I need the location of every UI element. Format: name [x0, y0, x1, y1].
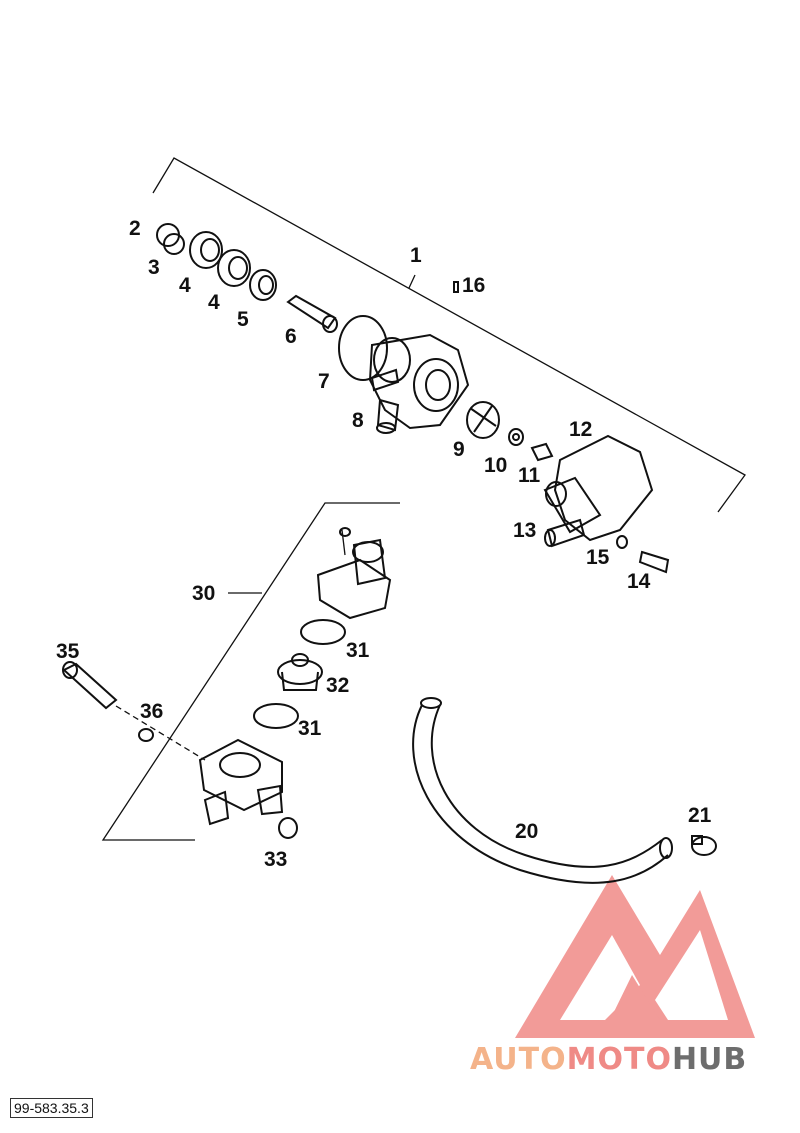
cover-screw-part: [638, 550, 670, 574]
watermark-logo-triangle: [515, 875, 755, 1038]
seal-part: [249, 269, 277, 301]
screw-part: [530, 442, 554, 462]
bolt-part: [62, 661, 206, 761]
callout-31b: 31: [298, 717, 322, 740]
impeller-part: [466, 401, 500, 439]
callout-4: 4: [179, 274, 191, 297]
small-o-ring-part: [616, 535, 628, 549]
shaft-part: [286, 294, 338, 333]
group-bracket-lower: [101, 502, 400, 841]
group-bracket-upper: [152, 157, 746, 513]
callout-6: 6: [285, 325, 297, 348]
hose-clamp-part: [691, 835, 717, 856]
callout-21: 21: [688, 804, 712, 827]
coolant-hose-part: [412, 697, 673, 884]
pump-housing-part: [368, 333, 470, 434]
housing-o-ring-part: [278, 817, 298, 839]
callout-10: 10: [484, 454, 507, 477]
reference-code: 99-583.35.3: [10, 1098, 93, 1118]
circlip-part: [156, 223, 185, 255]
callout-12: 12: [569, 418, 592, 441]
callout-20: 20: [515, 820, 538, 843]
callout-35: 35: [56, 640, 80, 663]
washer-part: [508, 428, 524, 446]
o-ring-part: [338, 315, 388, 381]
callout-11: 11: [518, 464, 541, 487]
pump-cover-part: [543, 434, 654, 548]
callout-2: 2: [129, 217, 141, 240]
callout-13: 13: [513, 519, 536, 542]
callout-16: 16: [462, 274, 485, 297]
callout-9: 9: [453, 438, 465, 461]
watermark-moto: MOTO: [566, 1042, 672, 1077]
callout-33: 33: [264, 848, 287, 871]
thermostat-part: [277, 653, 323, 691]
callout-7: 7: [318, 370, 330, 393]
thermostat-o-ring-part: [253, 619, 346, 729]
watermark-logo-text: AUTOMOTOHUB: [470, 1042, 747, 1077]
callout-32: 32: [326, 674, 349, 697]
callout-4b: 4: [208, 291, 220, 314]
bearing-part: [189, 231, 251, 287]
thermostat-housing-part: [198, 738, 284, 826]
callout-labels: 1 2 3 4 4 5 6 7 8 9 10 11 12 13 14 15 16…: [56, 217, 712, 871]
callout-30: 30: [192, 582, 215, 605]
callout-31: 31: [346, 639, 370, 662]
thermostat-cover-part: [316, 527, 392, 620]
callout-3: 3: [148, 256, 160, 279]
callout-1: 1: [410, 244, 422, 267]
pin-part: [453, 281, 459, 293]
callout-14: 14: [627, 570, 651, 593]
watermark-hub: HUB: [671, 1042, 748, 1077]
watermark-auto: AUTO: [470, 1042, 567, 1077]
callout-15: 15: [586, 546, 610, 569]
callout-5: 5: [237, 308, 249, 331]
callout-8: 8: [352, 409, 364, 432]
callout-36: 36: [140, 700, 163, 723]
bolt-washer-part: [138, 728, 154, 742]
